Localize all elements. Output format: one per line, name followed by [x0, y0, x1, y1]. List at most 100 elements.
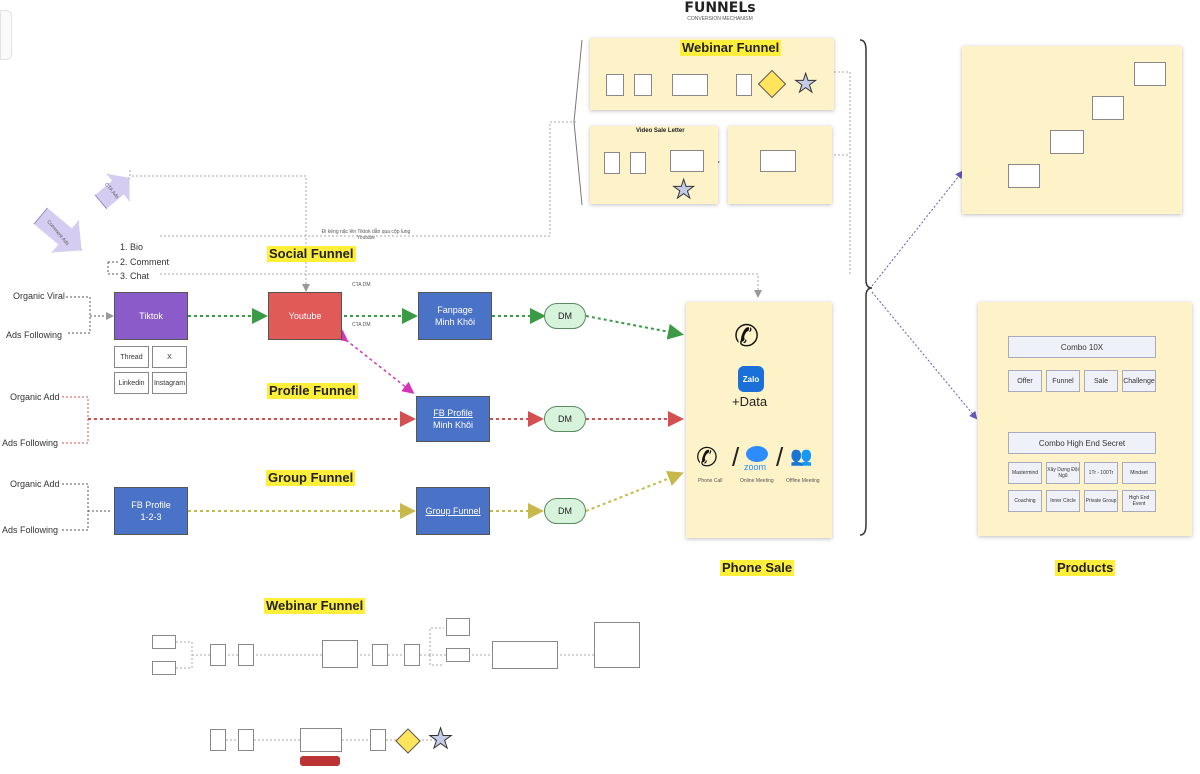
- product-r3-4[interactable]: High End Event: [1122, 490, 1156, 512]
- dm-social[interactable]: DM: [544, 303, 586, 329]
- instagram-box[interactable]: Instagram: [152, 372, 187, 394]
- bw-event-box: [594, 622, 640, 668]
- fb-profile-label-2: Minh Khôi: [432, 420, 474, 430]
- fb-profile-node[interactable]: FB Profile Minh Khôi: [416, 396, 490, 442]
- star-icon: ★: [427, 723, 454, 755]
- ads-following-label-1: Ads Following: [6, 330, 63, 340]
- ladder-step-3: [1092, 96, 1124, 120]
- bw-branch-2: [446, 648, 470, 662]
- fb-profile-123-node[interactable]: FB Profile 1-2-3: [114, 487, 188, 535]
- product-r2-2[interactable]: Xây Dựng Đội Ngũ: [1046, 462, 1080, 484]
- bw-step-2: [238, 644, 254, 666]
- bw-branch-1: [446, 618, 470, 636]
- page-subtitle: CONVERSION MECHANISM: [687, 16, 753, 22]
- yt-note-2: CTA DM: [352, 322, 371, 328]
- challenge-box[interactable]: Challenge: [1122, 370, 1156, 392]
- redirect-note: Đi kèng nặc lên Tiktok dẫn qua cộp lung …: [321, 229, 411, 241]
- fb-profile-123-label-2: 1-2-3: [140, 512, 162, 522]
- profile-funnel-title: Profile Funnel: [267, 383, 358, 399]
- fanpage-label-1: Fanpage: [437, 305, 473, 315]
- combo-10x-box[interactable]: Combo 10X: [1008, 336, 1156, 358]
- zoom-icon: [746, 446, 768, 462]
- group-funnel-node[interactable]: Group Funnel: [416, 487, 490, 535]
- group-funnel-title: Group Funnel: [266, 470, 356, 486]
- zoom-label: zoom: [744, 462, 767, 472]
- bw-contact-box: [492, 641, 558, 669]
- product-r2-1[interactable]: Mastermind: [1008, 462, 1042, 484]
- slash-separator: /: [732, 442, 740, 472]
- webinar-step-4: [736, 74, 752, 96]
- side-panel-handle[interactable]: [0, 10, 12, 60]
- webinar-step-2: [634, 74, 652, 96]
- combo-high-end-box[interactable]: Combo High End Secret: [1008, 432, 1156, 454]
- bw-step-1: [210, 644, 226, 666]
- phone-call-label: Phone Call: [698, 478, 723, 484]
- bw-source-2: [152, 661, 176, 675]
- webinar-funnel-top-title: Webinar Funnel: [680, 40, 782, 56]
- page-title: FUNNELs: [684, 0, 756, 16]
- yt-note-1: CTA DM: [352, 282, 371, 288]
- product-r3-1[interactable]: Coaching: [1008, 490, 1042, 512]
- ladder-step-4: [1134, 62, 1166, 86]
- organic-viral-label: Organic Viral: [13, 291, 65, 301]
- ladder-step-2: [1050, 130, 1084, 154]
- organic-add-label-1: Organic Add: [10, 392, 60, 402]
- social-funnel-title: Social Funnel: [267, 246, 356, 262]
- vsl-title: Video Sale Letter: [636, 128, 685, 134]
- x-box[interactable]: X: [152, 346, 187, 368]
- bw2-video-box: [300, 728, 342, 752]
- cta-comment: 2. Comment: [120, 257, 170, 267]
- bw2-step-3: [370, 729, 386, 751]
- bw-step-3: [372, 644, 388, 666]
- dm-group[interactable]: DM: [544, 498, 586, 524]
- product-r2-4[interactable]: Mindset: [1122, 462, 1156, 484]
- bw-step-4: [404, 644, 420, 666]
- plus-data-label: +Data: [732, 394, 768, 409]
- ladder-step-1: [1008, 164, 1040, 188]
- dm-profile[interactable]: DM: [544, 406, 586, 432]
- funnel-box[interactable]: Funnel: [1046, 370, 1080, 392]
- ads-following-label-2: Ads Following: [2, 438, 59, 448]
- thread-box[interactable]: Thread: [114, 346, 149, 368]
- organic-add-label-2: Organic Add: [10, 479, 60, 489]
- product-r2-3[interactable]: 1Tr - 100Tr: [1084, 462, 1118, 484]
- phone-ringing-icon: ✆: [734, 320, 760, 353]
- star-icon: ★: [793, 68, 818, 99]
- slash-separator: /: [776, 442, 784, 472]
- webinar-step-1: [606, 74, 624, 96]
- vsl-meeting-box: [760, 150, 796, 172]
- fanpage-node[interactable]: Fanpage Minh Khôi: [418, 292, 492, 340]
- phone-sale-title: Phone Sale: [720, 560, 795, 576]
- online-meeting-label: Online Meeting: [740, 478, 774, 484]
- cta-chat: 3. Chat: [120, 271, 150, 281]
- fb-profile-label-1: FB Profile: [433, 408, 473, 418]
- bw2-play-buttons: [300, 756, 340, 766]
- star-icon: ★: [671, 174, 696, 205]
- products-title: Products: [1055, 560, 1116, 576]
- webinar-funnel-bottom-title: Webinar Funnel: [264, 598, 366, 614]
- tiktok-node[interactable]: Tiktok: [114, 292, 188, 340]
- bw2-step-2: [238, 729, 254, 751]
- bw-source-1: [152, 635, 176, 649]
- offer-box[interactable]: Offer: [1008, 370, 1042, 392]
- zalo-icon: Zalo: [738, 366, 764, 392]
- fanpage-label-2: Minh Khôi: [434, 317, 476, 327]
- offline-meeting-icon: 👥: [790, 446, 813, 466]
- ads-following-label-3: Ads Following: [2, 525, 59, 535]
- vsl-step-2: [630, 152, 646, 174]
- fb-profile-123-label-1: FB Profile: [131, 500, 171, 510]
- vsl-step-1: [604, 152, 620, 174]
- cta-bio: 1. Bio: [120, 242, 144, 252]
- bw2-step-1: [210, 729, 226, 751]
- phone-call-icon: ✆: [696, 442, 718, 472]
- phone-sale-panel: [686, 302, 832, 538]
- linkedin-box[interactable]: Linkedin: [114, 372, 149, 394]
- vsl-step-3: [670, 150, 704, 172]
- product-r3-2[interactable]: Inner Circle: [1046, 490, 1080, 512]
- product-r3-3[interactable]: Private Group: [1084, 490, 1118, 512]
- offline-meeting-label: Offline Meeting: [786, 478, 820, 484]
- sale-box[interactable]: Sale: [1084, 370, 1118, 392]
- bw-webinar-box: [322, 640, 358, 668]
- youtube-node[interactable]: Youtube: [268, 292, 342, 340]
